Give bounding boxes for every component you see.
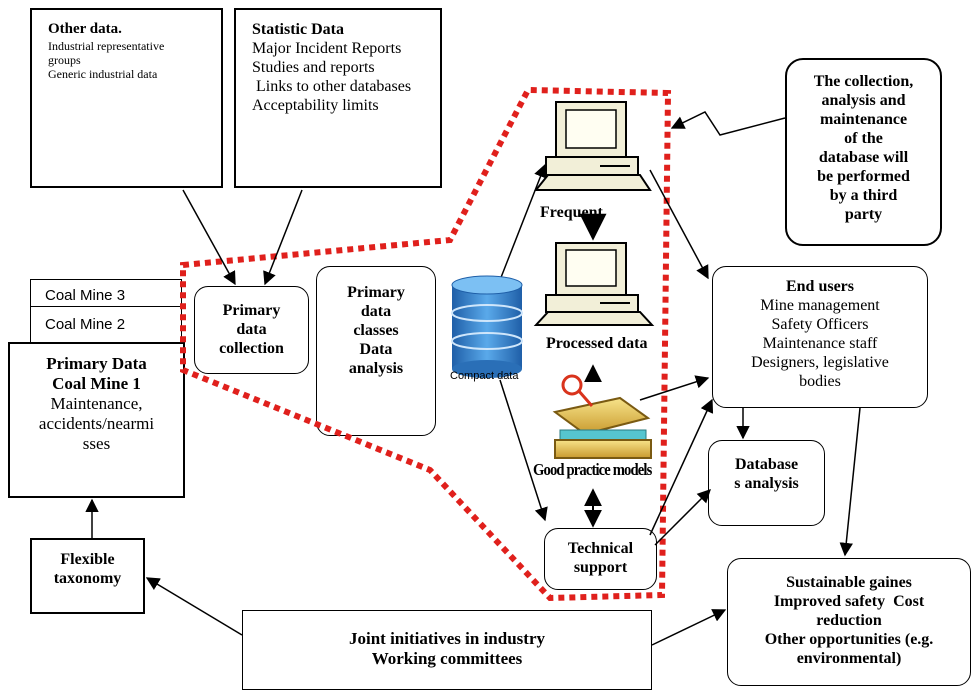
connector-arrow xyxy=(145,577,243,636)
frequent-label: Frequent xyxy=(540,204,603,221)
sustainable-line: reduction xyxy=(816,612,882,629)
database-analysis-line: Database xyxy=(734,456,799,473)
sustainable-gains-box: Sustainable gaines Improved safety Cost … xyxy=(727,558,971,686)
primary-collection-line: data xyxy=(236,321,267,338)
third-party-line: party xyxy=(844,206,883,223)
primary-data-classes-box: Primary data classes Data analysis xyxy=(316,266,436,436)
flexible-taxonomy-box: Flexible taxonomy xyxy=(30,538,145,614)
computer-icon-frequent xyxy=(533,101,652,191)
coal-mine-1-title: Coal Mine 1 xyxy=(52,374,141,393)
third-party-line: by a third xyxy=(829,187,898,204)
connector-arrow xyxy=(649,398,714,536)
sustainable-line: Improved safety Cost xyxy=(773,593,925,610)
statistic-data-line: Studies and reports xyxy=(252,59,375,76)
callout-zigzag xyxy=(670,111,786,136)
compact-data-label: Compact data xyxy=(450,370,519,382)
flexible-taxonomy-line: taxonomy xyxy=(53,570,122,587)
end-users-line: Maintenance staff xyxy=(762,335,878,352)
joint-initiatives-line: Joint initiatives in industry xyxy=(348,629,545,648)
processed-data-label: Processed data xyxy=(546,335,648,352)
primary-classes-line: Data xyxy=(359,341,393,358)
good-practice-label: Good practice models xyxy=(533,460,652,479)
joint-initiatives-line: Working committees xyxy=(371,649,523,668)
connector-arrow xyxy=(649,169,709,280)
third-party-line: analysis and xyxy=(821,92,906,109)
statistic-data-line: Major Incident Reports xyxy=(252,40,402,57)
primary-classes-line: data xyxy=(360,303,392,320)
coal-mine-1-title: Primary Data xyxy=(46,354,147,373)
coal-mine-1-box: Primary Data Coal Mine 1 Maintenance, ac… xyxy=(8,342,185,498)
primary-classes-line: classes xyxy=(353,322,399,339)
third-party-line: maintenance xyxy=(819,111,908,128)
connector-arrow xyxy=(654,489,711,546)
third-party-note: The collection, analysis and maintenance… xyxy=(785,58,942,246)
third-party-line: of the xyxy=(844,130,883,147)
primary-classes-line: analysis xyxy=(348,360,404,377)
connector-arrow xyxy=(839,407,861,557)
other-data-line: groups xyxy=(48,53,81,67)
connector-arrow xyxy=(499,163,547,281)
primary-collection-line: collection xyxy=(219,340,284,357)
other-data-line: Generic industrial data xyxy=(48,67,158,81)
end-users-line: Safety Officers xyxy=(771,316,869,333)
third-party-line: be performed xyxy=(817,168,910,185)
primary-data-collection-box: Primary data collection xyxy=(194,286,309,374)
statistic-data-box: Statistic Data Major Incident Reports St… xyxy=(234,8,442,188)
technical-support-line: support xyxy=(573,559,628,576)
other-data-title: Other data. xyxy=(48,21,122,37)
coal-mine-1-line: Maintenance, xyxy=(50,394,143,413)
end-users-box: End users Mine management Safety Officer… xyxy=(712,266,928,408)
coal-mine-1-line: sses xyxy=(82,434,111,453)
connector-arrow xyxy=(639,375,710,401)
third-party-line: database will xyxy=(818,149,909,166)
joint-initiatives-box: Joint initiatives in industry Working co… xyxy=(242,610,652,690)
end-users-line: Mine management xyxy=(760,297,880,314)
database-icon xyxy=(451,275,523,378)
statistic-data-title: Statistic Data xyxy=(252,21,344,38)
flexible-taxonomy-line: Flexible xyxy=(60,551,115,568)
technical-support-line: Technical xyxy=(567,540,634,557)
connector-arrow xyxy=(263,189,303,286)
statistic-data-line: Links to other databases xyxy=(252,78,412,95)
database-analysis-line: s analysis xyxy=(734,475,799,492)
statistic-data-line: Acceptability limits xyxy=(252,97,379,114)
other-data-line: Industrial representative xyxy=(48,39,165,53)
sustainable-line: Other opportunities (e.g. xyxy=(764,631,934,648)
sustainable-line: Sustainable gaines xyxy=(786,574,912,591)
computer-icon-processed xyxy=(533,242,655,326)
technical-support-box: Technical support xyxy=(544,528,657,590)
other-data-box: Other data. Industrial representative gr… xyxy=(30,8,223,188)
end-users-line: Designers, legislative xyxy=(751,354,889,371)
coal-mine-2-label: Coal Mine 2 xyxy=(45,316,126,333)
database-analysis-box: Database s analysis xyxy=(708,440,825,526)
sustainable-line: environmental) xyxy=(796,650,902,667)
good-practice-icon xyxy=(552,374,652,459)
connector-arrow xyxy=(651,609,727,646)
connector-arrow xyxy=(182,189,236,286)
end-users-title: End users xyxy=(785,278,855,295)
end-users-line: bodies xyxy=(799,373,841,390)
dotted-boundary xyxy=(180,86,672,602)
third-party-line: The collection, xyxy=(813,73,914,90)
primary-classes-line: Primary xyxy=(347,284,405,301)
connector-arrow xyxy=(499,379,548,522)
coal-mine-1-line: accidents/nearmi xyxy=(38,414,155,433)
primary-collection-line: Primary xyxy=(222,302,281,319)
coal-mine-3-label: Coal Mine 3 xyxy=(45,287,126,304)
